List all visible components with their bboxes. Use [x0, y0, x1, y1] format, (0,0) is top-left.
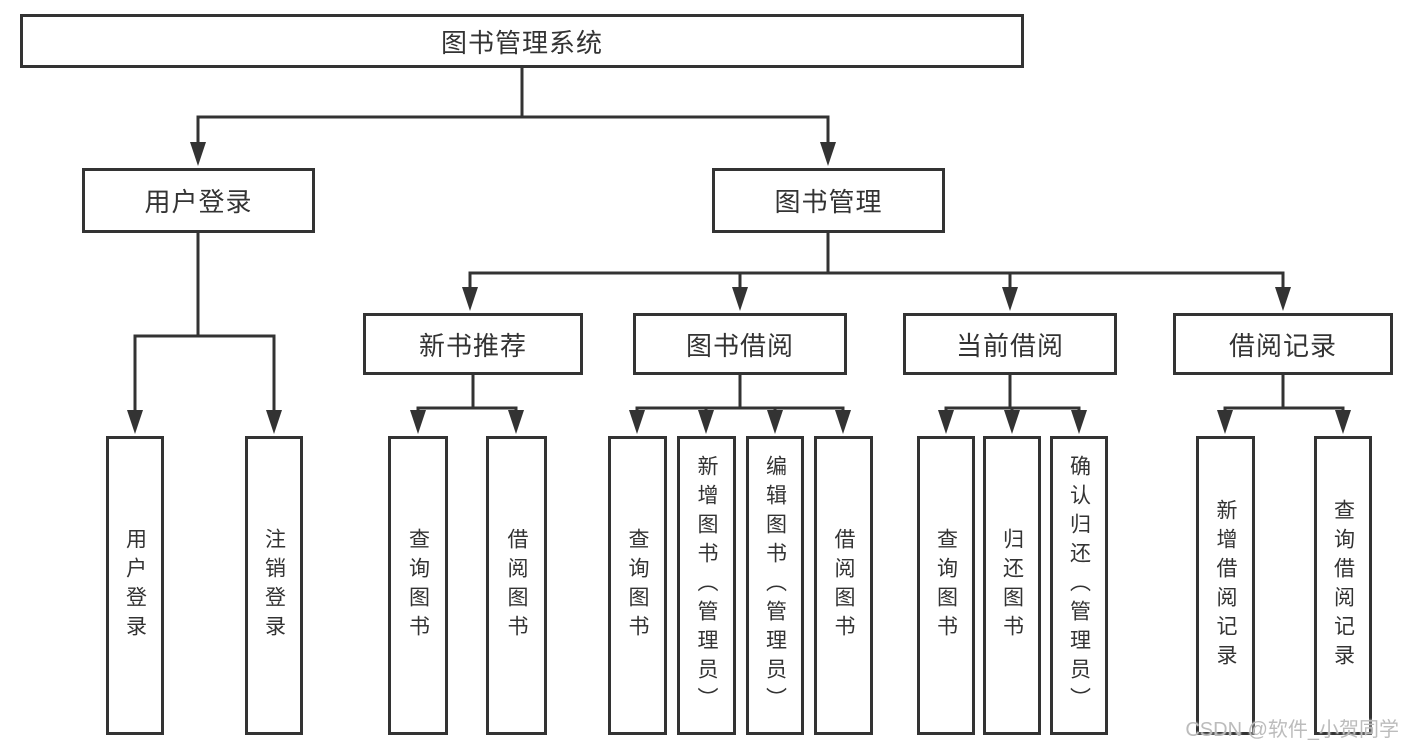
connector-current-borrow-to-children [938, 373, 1087, 434]
node-book-borrow: 图书借阅 [633, 313, 847, 375]
node-add-books-admin: 新增图书（管理员） [677, 436, 736, 735]
node-query-books-2: 查询图书 [608, 436, 667, 735]
node-edit-books-admin-label: 编辑图书（管理员） [763, 455, 787, 716]
connector-book-borrow-to-children [629, 373, 851, 434]
node-return-books: 归还图书 [983, 436, 1041, 735]
node-query-borrow-record-label: 查询借阅记录 [1331, 498, 1355, 673]
connector-book-management-to-level3 [462, 231, 1291, 311]
node-query-books-3: 查询图书 [917, 436, 975, 735]
connector-new-book-recommend-to-children [410, 373, 524, 434]
node-borrow-books-1-label: 借阅图书 [505, 527, 528, 644]
node-borrow-books-1: 借阅图书 [486, 436, 547, 735]
node-logout: 注销登录 [245, 436, 303, 735]
node-query-borrow-record: 查询借阅记录 [1314, 436, 1372, 735]
node-confirm-return-admin: 确认归还（管理员） [1050, 436, 1108, 735]
node-add-borrow-record-label: 新增借阅记录 [1214, 498, 1237, 673]
node-current-borrow: 当前借阅 [903, 313, 1117, 375]
node-user-login-leaf-label: 用户登录 [123, 527, 147, 644]
node-borrow-books-2: 借阅图书 [814, 436, 873, 735]
node-logout-label: 注销登录 [262, 527, 286, 644]
node-query-books-1-label: 查询图书 [406, 527, 430, 644]
node-borrow-records-label: 借阅记录 [1228, 330, 1337, 361]
node-root: 图书管理系统 [20, 14, 1024, 68]
node-user-login-leaf: 用户登录 [106, 436, 164, 735]
node-book-borrow-label: 图书借阅 [685, 330, 794, 361]
node-user-login-label: 用户登录 [144, 187, 253, 217]
node-new-book-recommend-label: 新书推荐 [418, 330, 527, 361]
node-current-borrow-label: 当前借阅 [955, 330, 1064, 361]
node-query-books-1: 查询图书 [388, 436, 448, 735]
node-add-books-admin-label: 新增图书（管理员） [695, 455, 718, 716]
connector-borrow-records-to-children [1217, 373, 1351, 434]
node-add-borrow-record: 新增借阅记录 [1196, 436, 1255, 735]
node-query-books-2-label: 查询图书 [626, 527, 649, 644]
node-return-books-label: 归还图书 [1000, 527, 1024, 644]
node-edit-books-admin: 编辑图书（管理员） [746, 436, 804, 735]
csdn-watermark: CSDN @软件_小贺同学 [1185, 719, 1399, 741]
node-book-management: 图书管理 [712, 168, 945, 233]
node-query-books-3-label: 查询图书 [934, 527, 958, 644]
node-book-management-label: 图书管理 [774, 187, 883, 217]
node-new-book-recommend: 新书推荐 [363, 313, 583, 375]
node-root-label: 图书管理系统 [440, 27, 603, 58]
node-borrow-books-2-label: 借阅图书 [832, 527, 855, 644]
node-borrow-records: 借阅记录 [1173, 313, 1393, 375]
node-user-login: 用户登录 [82, 168, 315, 233]
connector-root-to-level2 [190, 66, 836, 166]
connector-user-login-to-children [127, 231, 282, 434]
node-confirm-return-admin-label: 确认归还（管理员） [1067, 455, 1091, 716]
